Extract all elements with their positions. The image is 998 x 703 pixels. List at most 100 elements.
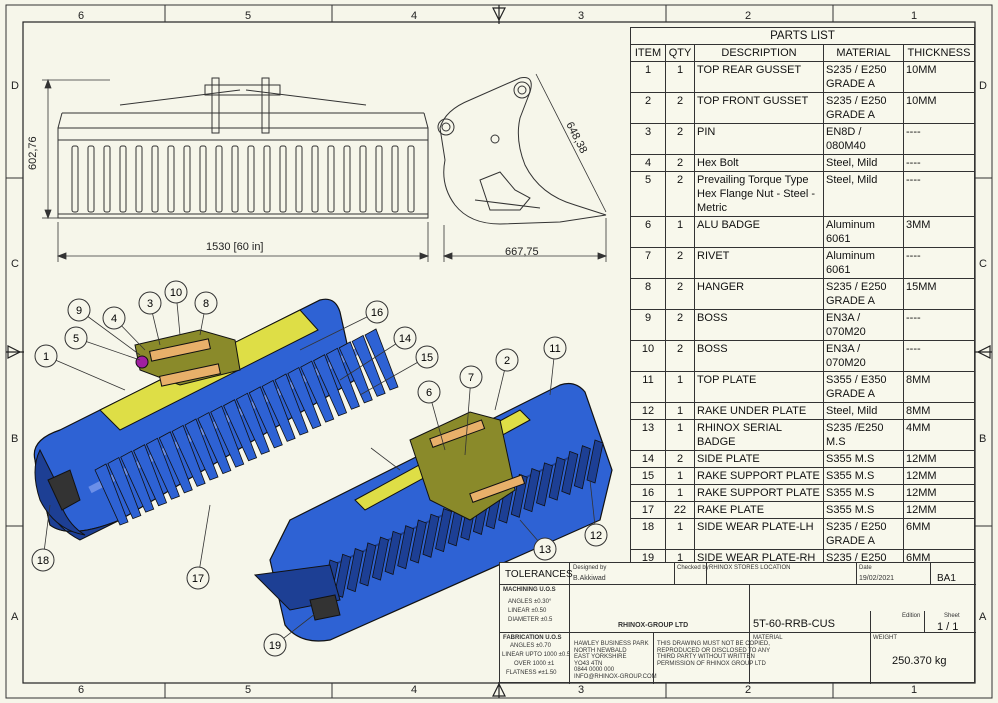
parts-cell-item: 4	[630, 154, 666, 172]
title-block: TOLERANCES MACHINING U.O.S ANGLES ±0.30°…	[499, 562, 976, 684]
parts-cell-qty: 1	[665, 61, 695, 93]
parts-cell-qty: 2	[665, 450, 695, 468]
balloon-15	[415, 345, 439, 369]
balloon-13	[533, 537, 557, 561]
parts-cell-qty: 1	[665, 518, 695, 550]
parts-cell-mat: S235 /E250 M.S	[823, 419, 904, 451]
balloon-4	[102, 306, 126, 330]
zone-col-1-bottom: 1	[911, 684, 918, 696]
parts-cell-item: 17	[630, 501, 666, 519]
parts-cell-item: 2	[630, 92, 666, 124]
parts-cell-desc: BOSS	[694, 309, 824, 341]
parts-cell-qty: 22	[665, 501, 695, 519]
zone-row-b: B	[11, 433, 19, 445]
balloon-1	[34, 344, 58, 368]
location-label: RHINOX STORES LOCATION	[709, 565, 791, 571]
edition-label: Edition	[902, 613, 921, 619]
parts-cell-thk: ----	[903, 309, 975, 341]
col-header-item: ITEM	[630, 44, 666, 62]
parts-cell-item: 11	[630, 371, 666, 403]
machining-linear: LINEAR ±0.50	[508, 608, 547, 614]
parts-cell-mat: S235 / E250 GRADE A	[823, 278, 904, 310]
balloon-label: 2	[504, 355, 510, 367]
machining-title: MACHINING U.O.S	[503, 587, 556, 593]
parts-cell-thk: 10MM	[903, 92, 975, 124]
fabrication-title: FABRICATION U.O.S	[503, 635, 562, 641]
parts-cell-desc: ALU BADGE	[694, 216, 824, 248]
zone-row-a: A	[11, 611, 19, 623]
parts-cell-desc: TOP REAR GUSSET	[694, 61, 824, 93]
parts-cell-qty: 2	[665, 171, 695, 217]
sheet-number: 1 / 1	[937, 621, 959, 633]
balloon-label: 11	[549, 343, 560, 355]
parts-cell-desc: RAKE SUPPORT PLATE	[694, 467, 824, 485]
copyright-notice: THIS DRAWING MUST NOT BE COPIED,REPRODUC…	[657, 641, 771, 667]
balloon-label: 3	[147, 298, 153, 310]
weight-label: WEIGHT	[873, 635, 897, 641]
balloon-label: 10	[170, 287, 182, 299]
balloon-label: 19	[269, 640, 281, 652]
parts-cell-item: 18	[630, 518, 666, 550]
parts-list-title: PARTS LIST	[630, 27, 975, 45]
fabrication-linear: LINEAR UPTO 1000 ±0.5	[502, 652, 571, 658]
parts-cell-desc: TOP PLATE	[694, 371, 824, 403]
balloon-3	[138, 291, 162, 315]
parts-cell-thk: ----	[903, 154, 975, 172]
balloon-label: 5	[73, 333, 79, 345]
zone-col-3: 3	[578, 10, 585, 22]
machining-angles: ANGLES ±0.30°	[508, 599, 552, 605]
parts-cell-desc: HANGER	[694, 278, 824, 310]
balloon-19	[263, 633, 287, 657]
parts-cell-qty: 2	[665, 340, 695, 372]
zone-col-5-bottom: 5	[245, 684, 252, 696]
parts-cell-thk: ----	[903, 123, 975, 155]
parts-cell-thk: 3MM	[903, 216, 975, 248]
sheet-size: BA1	[937, 573, 956, 584]
balloon-label: 15	[421, 352, 433, 364]
parts-cell-qty: 1	[665, 371, 695, 403]
side-view	[437, 77, 607, 225]
parts-cell-thk: 12MM	[903, 450, 975, 468]
company-name: RHINOX-GROUP LTD	[618, 622, 689, 629]
parts-cell-item: 1	[630, 61, 666, 93]
balloon-18	[31, 548, 55, 572]
parts-cell-thk: 12MM	[903, 484, 975, 502]
parts-cell-desc: PIN	[694, 123, 824, 155]
iso-view-rear	[33, 298, 399, 541]
parts-cell-thk: ----	[903, 340, 975, 372]
parts-cell-thk: 15MM	[903, 278, 975, 310]
parts-cell-qty: 2	[665, 154, 695, 172]
parts-cell-desc: Hex Bolt	[694, 154, 824, 172]
parts-cell-thk: ----	[903, 171, 975, 217]
zone-row-b-right: B	[979, 433, 987, 445]
balloon-label: 12	[590, 530, 602, 542]
width-dimension: 1530 [60 in]	[206, 241, 264, 253]
front-view	[57, 77, 429, 219]
col-header-thickness: THICKNESS	[903, 44, 975, 62]
zone-col-3-bottom: 3	[578, 684, 585, 696]
parts-cell-mat: Steel, Mild	[823, 154, 904, 172]
zone-row-a-right: A	[979, 611, 987, 623]
zone-col-6: 6	[78, 10, 85, 22]
parts-cell-item: 12	[630, 402, 666, 420]
parts-cell-mat: Steel, Mild	[823, 402, 904, 420]
balloon-6	[417, 380, 441, 404]
balloon-label: 18	[37, 555, 49, 567]
parts-cell-desc: RAKE PLATE	[694, 501, 824, 519]
date-value: 19/02/2021	[859, 575, 895, 582]
balloon-label: 13	[539, 544, 551, 556]
parts-cell-desc: BOSS	[694, 340, 824, 372]
parts-cell-mat: EN3A / 070M20	[823, 340, 904, 372]
